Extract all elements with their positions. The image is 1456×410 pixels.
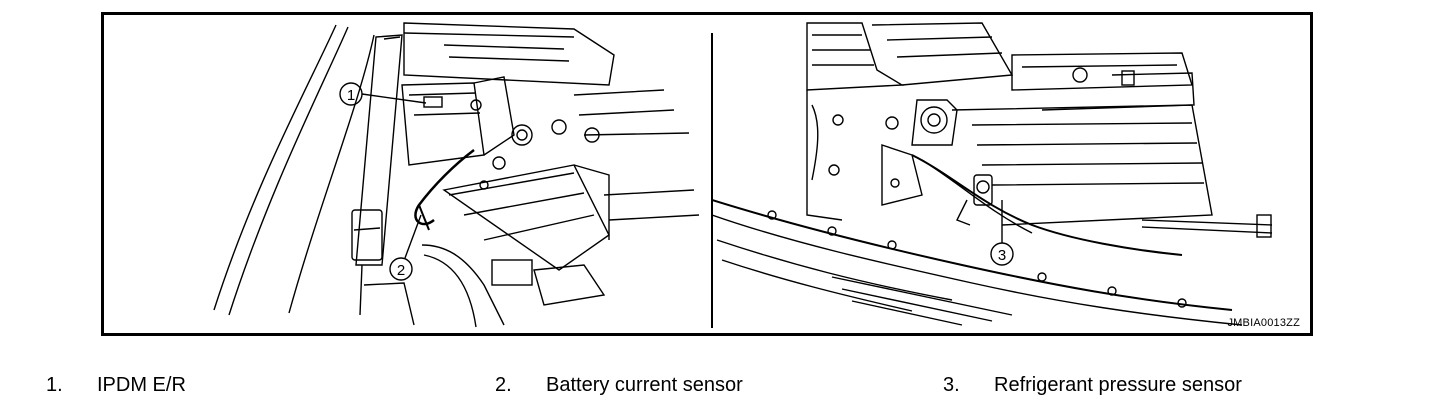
callout-3: 3 bbox=[998, 247, 1006, 264]
legend-number: 1. bbox=[46, 374, 63, 396]
legend-number: 2. bbox=[495, 374, 512, 396]
panel-divider bbox=[711, 33, 713, 328]
legend-label: Refrigerant pressure sensor bbox=[994, 374, 1242, 396]
legend-number: 3. bbox=[943, 374, 960, 396]
legend-label: IPDM E/R bbox=[97, 374, 186, 396]
engine-bay-left-illustration: 1 2 bbox=[213, 22, 700, 328]
figure-code: JMBIA0013ZZ bbox=[1227, 317, 1300, 329]
callout-1: 1 bbox=[347, 87, 355, 104]
diagram-frame: 1 2 bbox=[101, 12, 1313, 336]
engine-bay-right-illustration: 3 bbox=[712, 22, 1273, 326]
legend-label: Battery current sensor bbox=[546, 374, 743, 396]
callout-2: 2 bbox=[397, 262, 405, 279]
legend: 1. IPDM E/R 2. Battery current sensor 3.… bbox=[0, 374, 1456, 398]
